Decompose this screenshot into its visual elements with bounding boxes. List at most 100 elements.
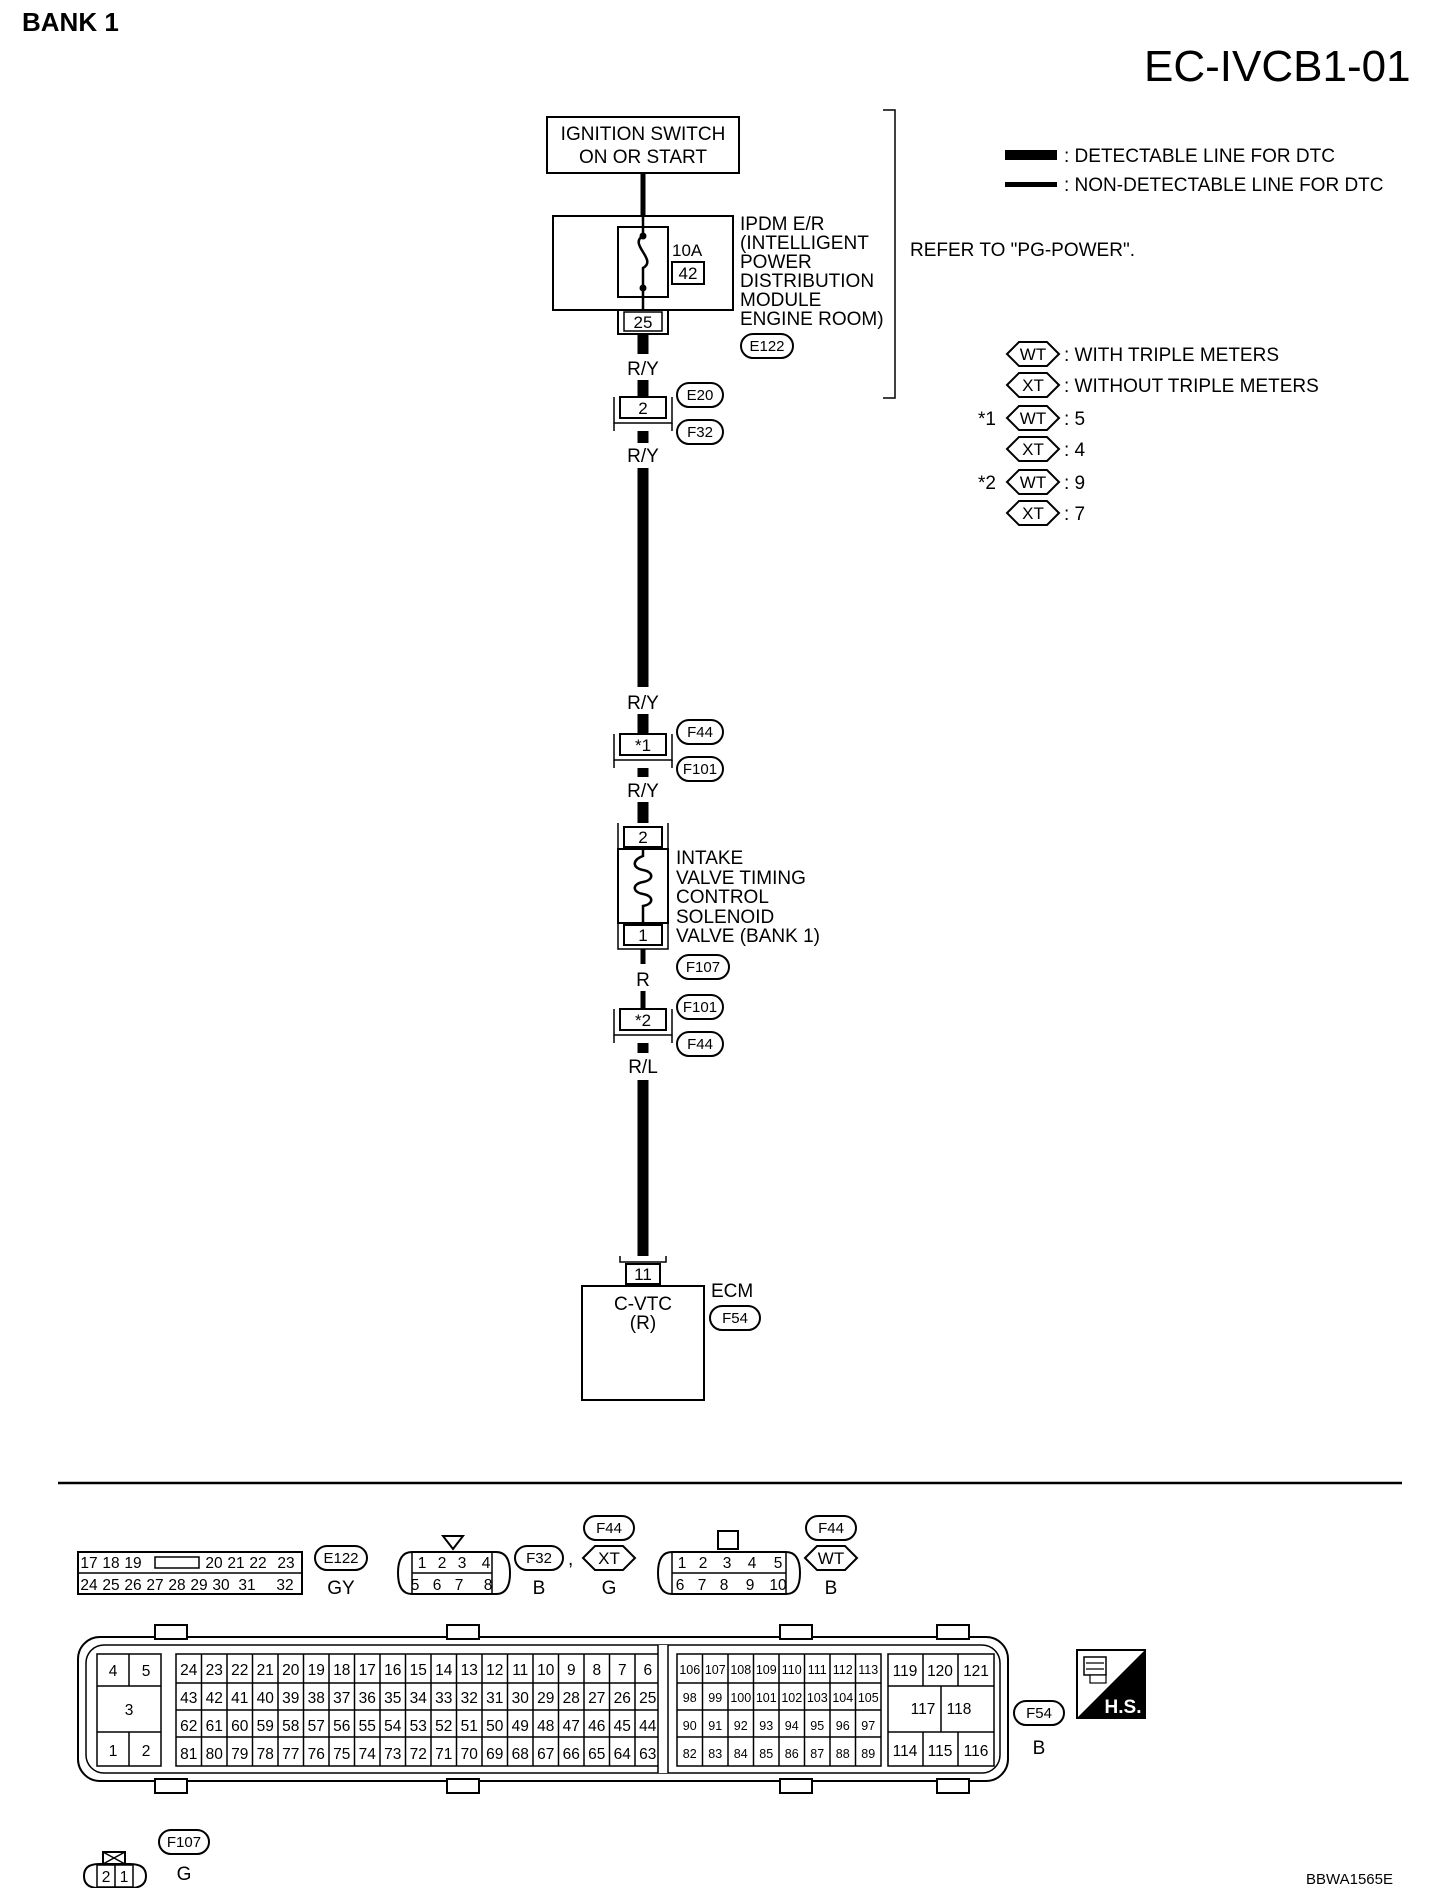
f54-right-pin: 83: [708, 1747, 722, 1761]
ecm-terminal-name: C-VTC: [614, 1294, 672, 1315]
svg-text:5: 5: [774, 1555, 783, 1572]
joint1-conn-b-tag: F32: [676, 419, 724, 445]
f54-main-pin: 73: [384, 1746, 401, 1763]
svg-text:1: 1: [638, 926, 647, 945]
svg-text:POWER: POWER: [740, 252, 812, 273]
solenoid-connector-tag: F107: [676, 954, 730, 980]
svg-text:114: 114: [893, 1743, 918, 1760]
f54-main-pin: 56: [333, 1718, 350, 1735]
f54-main-pin: 48: [537, 1718, 554, 1735]
f54-main-pin: 28: [563, 1690, 580, 1707]
harness-side-icon: H.S.: [1076, 1649, 1146, 1719]
f54-right-pin: 95: [810, 1719, 824, 1733]
connector-f44-xt: , F44 XT G: [568, 1515, 637, 1599]
svg-text:20: 20: [205, 1555, 223, 1572]
svg-text:10: 10: [769, 1577, 787, 1594]
svg-text:17: 17: [80, 1555, 97, 1572]
legend-xt-text: : WITHOUT TRIPLE METERS: [1064, 376, 1319, 397]
svg-text:120: 120: [927, 1663, 953, 1680]
f54-right-pin: 91: [708, 1719, 722, 1733]
svg-text:XT: XT: [1022, 440, 1044, 459]
f54-main-pin: 60: [231, 1718, 249, 1735]
f54-main-pin: 64: [614, 1746, 632, 1763]
e122-row2: 24 25 26 27 28 29 30 31 32: [80, 1577, 293, 1594]
f54-main-pin: 44: [639, 1718, 657, 1735]
f54-main-pin: 49: [512, 1718, 529, 1735]
f54-main-pin: 9: [567, 1662, 576, 1679]
svg-text:3: 3: [458, 1555, 467, 1572]
svg-text:2: 2: [102, 1869, 111, 1886]
f54-main-pin: 79: [231, 1746, 248, 1763]
svg-text:18: 18: [102, 1555, 119, 1572]
non-detectable-line-sample: [1005, 182, 1057, 187]
svg-text:9: 9: [746, 1577, 755, 1594]
f54-right-pin: 100: [730, 1691, 751, 1705]
svg-text:4: 4: [109, 1663, 118, 1680]
svg-text:E122: E122: [323, 1550, 358, 1567]
f54-main-pin: 66: [563, 1746, 580, 1763]
svg-text:F107: F107: [167, 1834, 201, 1851]
svg-text:7: 7: [698, 1577, 707, 1594]
f54-main-pin: 25: [639, 1690, 656, 1707]
svg-text:B: B: [533, 1578, 546, 1599]
ipdm-label: IPDM E/R (INTELLIGENT POWER DISTRIBUTION…: [740, 214, 884, 330]
section-title: BANK 1: [22, 7, 119, 37]
f54-main-pin: 40: [257, 1690, 275, 1707]
f54-main-pin: 34: [410, 1690, 428, 1707]
f54-main-pin: 27: [588, 1690, 605, 1707]
svg-text:ENGINE ROOM): ENGINE ROOM): [740, 309, 884, 330]
svg-text:ON OR START: ON OR START: [579, 147, 707, 168]
legend-detectable: : DETECTABLE LINE FOR DTC: [1064, 146, 1335, 167]
svg-text:8: 8: [720, 1577, 729, 1594]
f54-right-pin: 103: [807, 1691, 828, 1705]
f54-main-pin: 47: [563, 1718, 580, 1735]
f54-right-pin: 106: [679, 1663, 700, 1677]
detectable-line-sample: [1005, 150, 1057, 160]
svg-text:F101: F101: [683, 761, 717, 778]
star1-xt-tag: XT: [1005, 436, 1061, 462]
ecm-terminal-color: (R): [630, 1313, 656, 1334]
svg-text:F44: F44: [596, 1520, 622, 1537]
star1-wt-tag: WT: [1005, 405, 1061, 431]
svg-text:5: 5: [142, 1663, 151, 1680]
svg-text:21: 21: [227, 1555, 244, 1572]
f54-right-pin: 104: [832, 1691, 853, 1705]
f54-main-pin: 6: [643, 1662, 652, 1679]
svg-text:E20: E20: [687, 387, 714, 404]
f54-right-pin: 98: [683, 1691, 697, 1705]
f54-main-pin: 52: [435, 1718, 452, 1735]
figure-id: BBWA1565E: [1306, 1871, 1393, 1888]
svg-text:2: 2: [699, 1555, 708, 1572]
hs-label: H.S.: [1105, 1697, 1142, 1718]
svg-text:DISTRIBUTION: DISTRIBUTION: [740, 271, 874, 292]
svg-text:115: 115: [928, 1743, 953, 1760]
f54-right-pin: 86: [785, 1747, 799, 1761]
f54-main-pin: 42: [206, 1690, 223, 1707]
f54-right-pin: 87: [810, 1747, 824, 1761]
svg-text:2: 2: [142, 1743, 151, 1760]
svg-text:3: 3: [125, 1702, 134, 1719]
f54-main-pin: 65: [588, 1746, 605, 1763]
f54-main-pin: 10: [537, 1662, 555, 1679]
svg-text:IGNITION SWITCH: IGNITION SWITCH: [561, 124, 726, 145]
svg-text:29: 29: [190, 1577, 207, 1594]
f54-right-pin: 108: [730, 1663, 751, 1677]
refer-bracket: [883, 109, 896, 399]
f54-main-pin: 21: [257, 1662, 274, 1679]
svg-text:118: 118: [947, 1701, 972, 1718]
svg-text:2: 2: [638, 828, 647, 847]
svg-text:2: 2: [438, 1555, 447, 1572]
f54-main-pin: 59: [257, 1718, 274, 1735]
svg-text:24: 24: [80, 1577, 98, 1594]
svg-text:WT: WT: [818, 1549, 844, 1568]
svg-text:F32: F32: [526, 1550, 552, 1567]
joint2-conn-a-tag: F44: [676, 719, 724, 745]
legend-wt-text: : WITH TRIPLE METERS: [1064, 345, 1279, 366]
svg-text:(INTELLIGENT: (INTELLIGENT: [740, 233, 869, 254]
connector-f44-wt: 1 2 3 4 5 6 7 8 9 10 F44 WT B: [656, 1515, 859, 1599]
f54-right-pin: 107: [705, 1663, 726, 1677]
svg-text:CONTROL: CONTROL: [676, 887, 769, 908]
f54-main-pin: 32: [461, 1690, 478, 1707]
svg-text:8: 8: [484, 1577, 493, 1594]
